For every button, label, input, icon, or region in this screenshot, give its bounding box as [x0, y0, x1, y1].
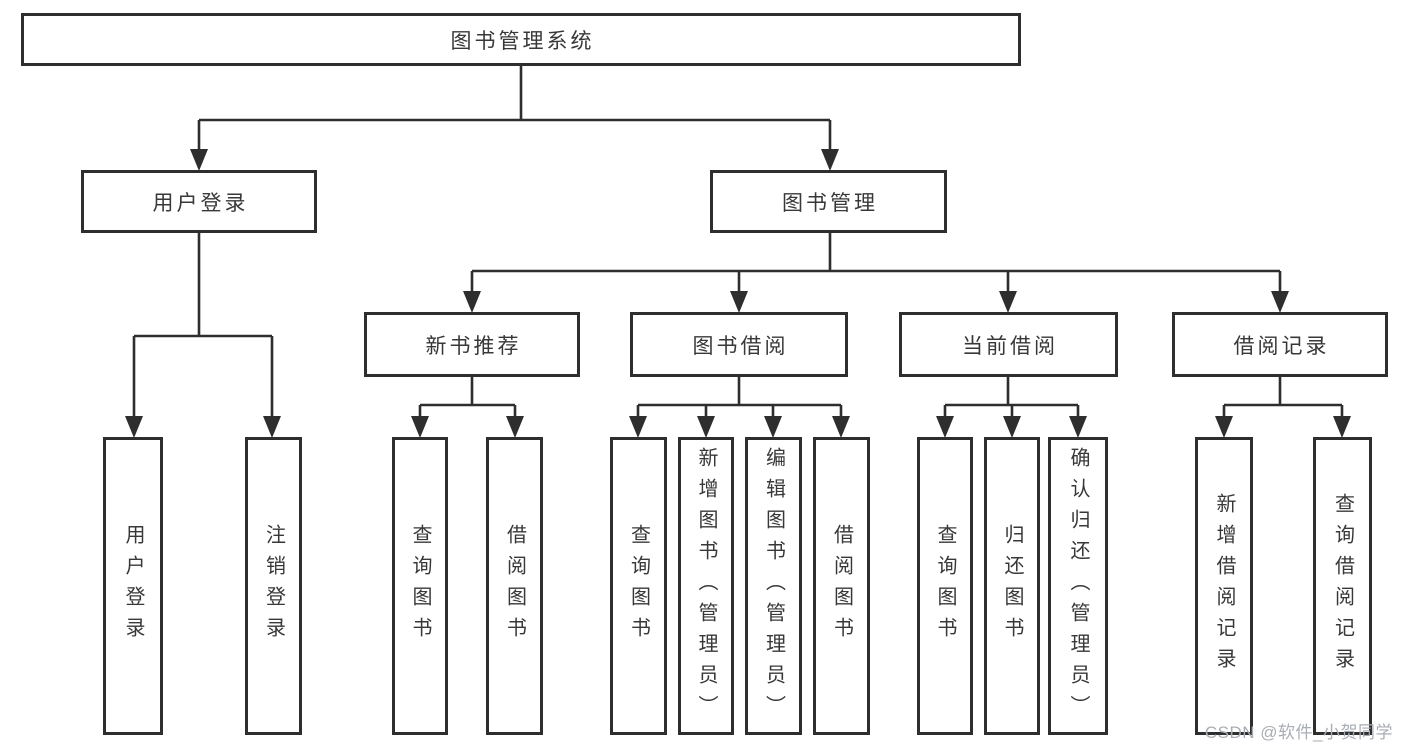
node-new-book-recommend-label: 新书推荐 [425, 334, 522, 358]
leaf-borrow-books: 借阅图书 [813, 437, 870, 735]
arrow-icon [936, 416, 954, 438]
leaf-confirm-return-admin-label: 确认归还（管理员） [1067, 446, 1089, 726]
leaf-return-book: 归还图书 [984, 437, 1040, 735]
leaf-add-book-admin: 新增图书（管理员） [678, 437, 734, 735]
leaf-add-book-admin-label: 新增图书（管理员） [695, 446, 717, 726]
leaf-logout: 注销登录 [245, 437, 302, 735]
leaf-return-book-label: 归还图书 [1001, 524, 1023, 648]
node-current-borrow-label: 当前借阅 [962, 334, 1058, 358]
branch-new-book [418, 377, 517, 419]
arrow-icon [1333, 416, 1351, 438]
leaf-user-login-label: 用户登录 [122, 524, 144, 648]
leaf-borrow-books-recommend: 借阅图书 [486, 437, 543, 735]
leaf-query-books-borrow: 查询图书 [610, 437, 667, 735]
node-root: 图书管理系统 [21, 13, 1021, 66]
node-book-mgmt: 图书管理 [710, 170, 947, 233]
arrow-icon [1271, 291, 1289, 313]
node-book-borrow: 图书借阅 [630, 312, 848, 377]
node-book-borrow-label: 图书借阅 [692, 334, 789, 358]
leaf-query-books-recommend-label: 查询图书 [409, 524, 431, 648]
arrow-icon [697, 416, 715, 438]
arrow-icon [764, 416, 782, 438]
arrow-icon [1069, 416, 1087, 438]
arrow-icon [730, 291, 748, 313]
leaf-borrow-books-recommend-label: 借阅图书 [503, 524, 526, 648]
leaf-edit-book-admin: 编辑图书（管理员） [745, 437, 802, 735]
arrow-icon [263, 416, 281, 438]
node-borrow-records: 借阅记录 [1172, 312, 1388, 377]
leaf-logout-label: 注销登录 [262, 524, 285, 648]
leaf-query-borrow-record: 查询借阅记录 [1313, 437, 1372, 735]
arrow-icon [832, 416, 850, 438]
leaf-add-borrow-record: 新增借阅记录 [1195, 437, 1253, 735]
arrow-icon [463, 291, 481, 313]
arrowheads [125, 149, 1351, 438]
branch-user-login [132, 233, 274, 419]
watermark: CSDN @软件_小贺同学 [1204, 723, 1393, 742]
leaf-query-books-recommend: 查询图书 [392, 437, 448, 735]
branch-current-borrow [943, 377, 1080, 419]
branch-borrow-record [1222, 377, 1344, 419]
node-new-book-recommend: 新书推荐 [364, 312, 580, 377]
arrow-icon [821, 149, 839, 171]
leaf-query-borrow-record-label: 查询借阅记录 [1331, 493, 1354, 679]
branch-root [197, 66, 832, 152]
leaf-user-login: 用户登录 [103, 437, 163, 735]
node-user-login: 用户登录 [81, 170, 317, 233]
leaf-confirm-return-admin: 确认归还（管理员） [1048, 437, 1108, 735]
leaf-borrow-books-label: 借阅图书 [830, 524, 853, 648]
leaf-query-books-current: 查询图书 [917, 437, 973, 735]
arrow-icon [1003, 416, 1021, 438]
branch-book-borrow [636, 377, 843, 419]
arrow-icon [629, 416, 647, 438]
arrow-icon [506, 416, 524, 438]
node-user-login-label: 用户登录 [152, 191, 249, 215]
arrow-icon [190, 149, 208, 171]
leaf-query-books-current-label: 查询图书 [934, 524, 956, 648]
node-borrow-records-label: 借阅记录 [1233, 334, 1330, 358]
arrow-icon [999, 291, 1017, 313]
leaf-add-borrow-record-label: 新增借阅记录 [1213, 493, 1235, 679]
node-book-mgmt-label: 图书管理 [782, 191, 878, 215]
arrow-icon [411, 416, 429, 438]
leaf-query-books-borrow-label: 查询图书 [627, 524, 650, 648]
node-root-label: 图书管理系统 [450, 29, 595, 53]
leaf-edit-book-admin-label: 编辑图书（管理员） [762, 446, 785, 726]
branch-book-mgmt [470, 233, 1282, 294]
node-current-borrow: 当前借阅 [899, 312, 1118, 377]
arrow-icon [1215, 416, 1233, 438]
arrow-icon [125, 416, 143, 438]
